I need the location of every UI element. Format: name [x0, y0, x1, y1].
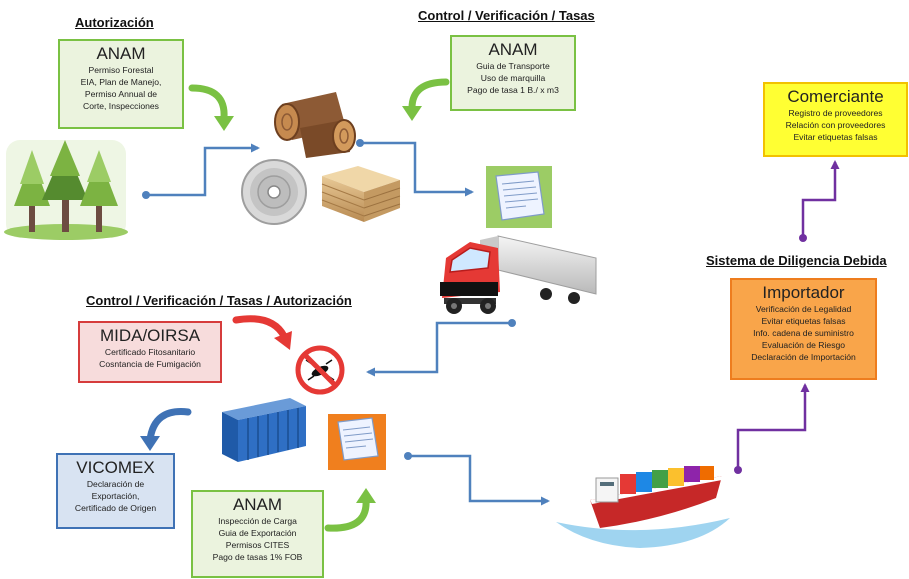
mida-oirsa-box: MIDA/OIRSA Certificado Fitosanitario Cos… [78, 321, 222, 383]
curved-arrow-icon [232, 315, 292, 350]
header-control-verificacion-tasas-autorizacion: Control / Verificación / Tasas / Autoriz… [86, 293, 352, 308]
diligence-arrow-system-to-trader [799, 160, 840, 242]
box-line: Guia de Exportación [218, 528, 297, 538]
box-line: Declaración de [86, 479, 145, 489]
box-line: Pago de tasas 1% FOB [212, 552, 303, 562]
box-line: Pago de tasa 1 B./ x m3 [467, 85, 559, 95]
box-line: Exportación, [91, 491, 140, 501]
box-line: Guia de Transporte [476, 61, 550, 71]
curved-arrow-icon [324, 488, 376, 532]
box-line: Verificación de Legalidad [755, 304, 852, 314]
box-line: Evitar etiquetas falsas [761, 316, 846, 326]
comerciante-box: Comerciante Registro de proveedores Rela… [763, 82, 908, 157]
export-document-icon [328, 414, 386, 470]
truck-icon [440, 235, 597, 314]
box-line: Evaluación de Riesgo [761, 340, 846, 350]
box-line: Permiso Forestal [88, 65, 154, 75]
box-line: Corte, Inspecciones [83, 101, 159, 111]
box-line: Cosntancia de Fumigación [99, 359, 201, 369]
lumber-stack-icon [321, 166, 401, 222]
curved-arrow-icon [188, 84, 234, 131]
box-line: Info. cadena de suministro [753, 328, 854, 338]
flow-arrow-forest-to-sawmill [142, 143, 260, 199]
curved-arrow-icon [402, 78, 450, 121]
flow-arrow-container-to-ship [404, 452, 550, 506]
box-line: Uso de marquilla [480, 73, 546, 83]
header-autorizacion: Autorización [75, 15, 154, 30]
flow-arrow-sawmill-to-document [356, 139, 474, 197]
header-control-verificacion-tasas: Control / Verificación / Tasas [418, 8, 595, 23]
no-pest-icon [295, 345, 345, 395]
anam-permiso-box: ANAM Permiso Forestal EIA, Plan de Manej… [58, 39, 184, 129]
saw-blade-icon [241, 159, 307, 225]
header-sistema-diligencia-debida: Sistema de Diligencia Debida [706, 253, 887, 268]
box-line: Relación con proveedores [785, 120, 886, 130]
box-line: Certificado Fitosanitario [104, 347, 196, 357]
box-title: MIDA/OIRSA [99, 326, 201, 345]
document-icon [486, 166, 552, 228]
box-line: Permiso Annual de [84, 89, 158, 99]
box-line: EIA, Plan de Manejo, [80, 77, 162, 87]
anam-carga-box: ANAM Inspección de Carga Guia de Exporta… [191, 490, 324, 578]
cargo-ship-icon [556, 466, 730, 548]
box-line: Certificado de Origen [74, 503, 157, 513]
box-title: ANAM [488, 40, 538, 59]
box-line: Permisos CITES [225, 540, 290, 550]
flow-arrow-truck-to-control [366, 319, 516, 377]
box-line: Registro de proveedores [788, 108, 883, 118]
box-line: Inspección de Carga [218, 516, 297, 526]
box-title: ANAM [96, 44, 146, 63]
box-title: Importador [762, 283, 845, 302]
anam-transporte-box: ANAM Guia de Transporte Uso de marquilla… [450, 35, 576, 111]
curved-arrow-icon [140, 408, 192, 451]
diligence-arrow-ship-to-importer [734, 383, 810, 474]
box-line: Evitar etiquetas falsas [793, 132, 878, 142]
box-title: ANAM [232, 495, 283, 514]
logs-icon [274, 92, 356, 158]
box-line: Declaración de Importación [751, 352, 856, 362]
box-title: VICOMEX [76, 458, 155, 477]
shipping-container-icon [222, 398, 306, 462]
forest-icon [4, 140, 128, 240]
box-title: Comerciante [787, 87, 884, 106]
vicomex-box: VICOMEX Declaración de Exportación, Cert… [56, 453, 175, 529]
importador-box: Importador Verificación de Legalidad Evi… [730, 278, 877, 380]
